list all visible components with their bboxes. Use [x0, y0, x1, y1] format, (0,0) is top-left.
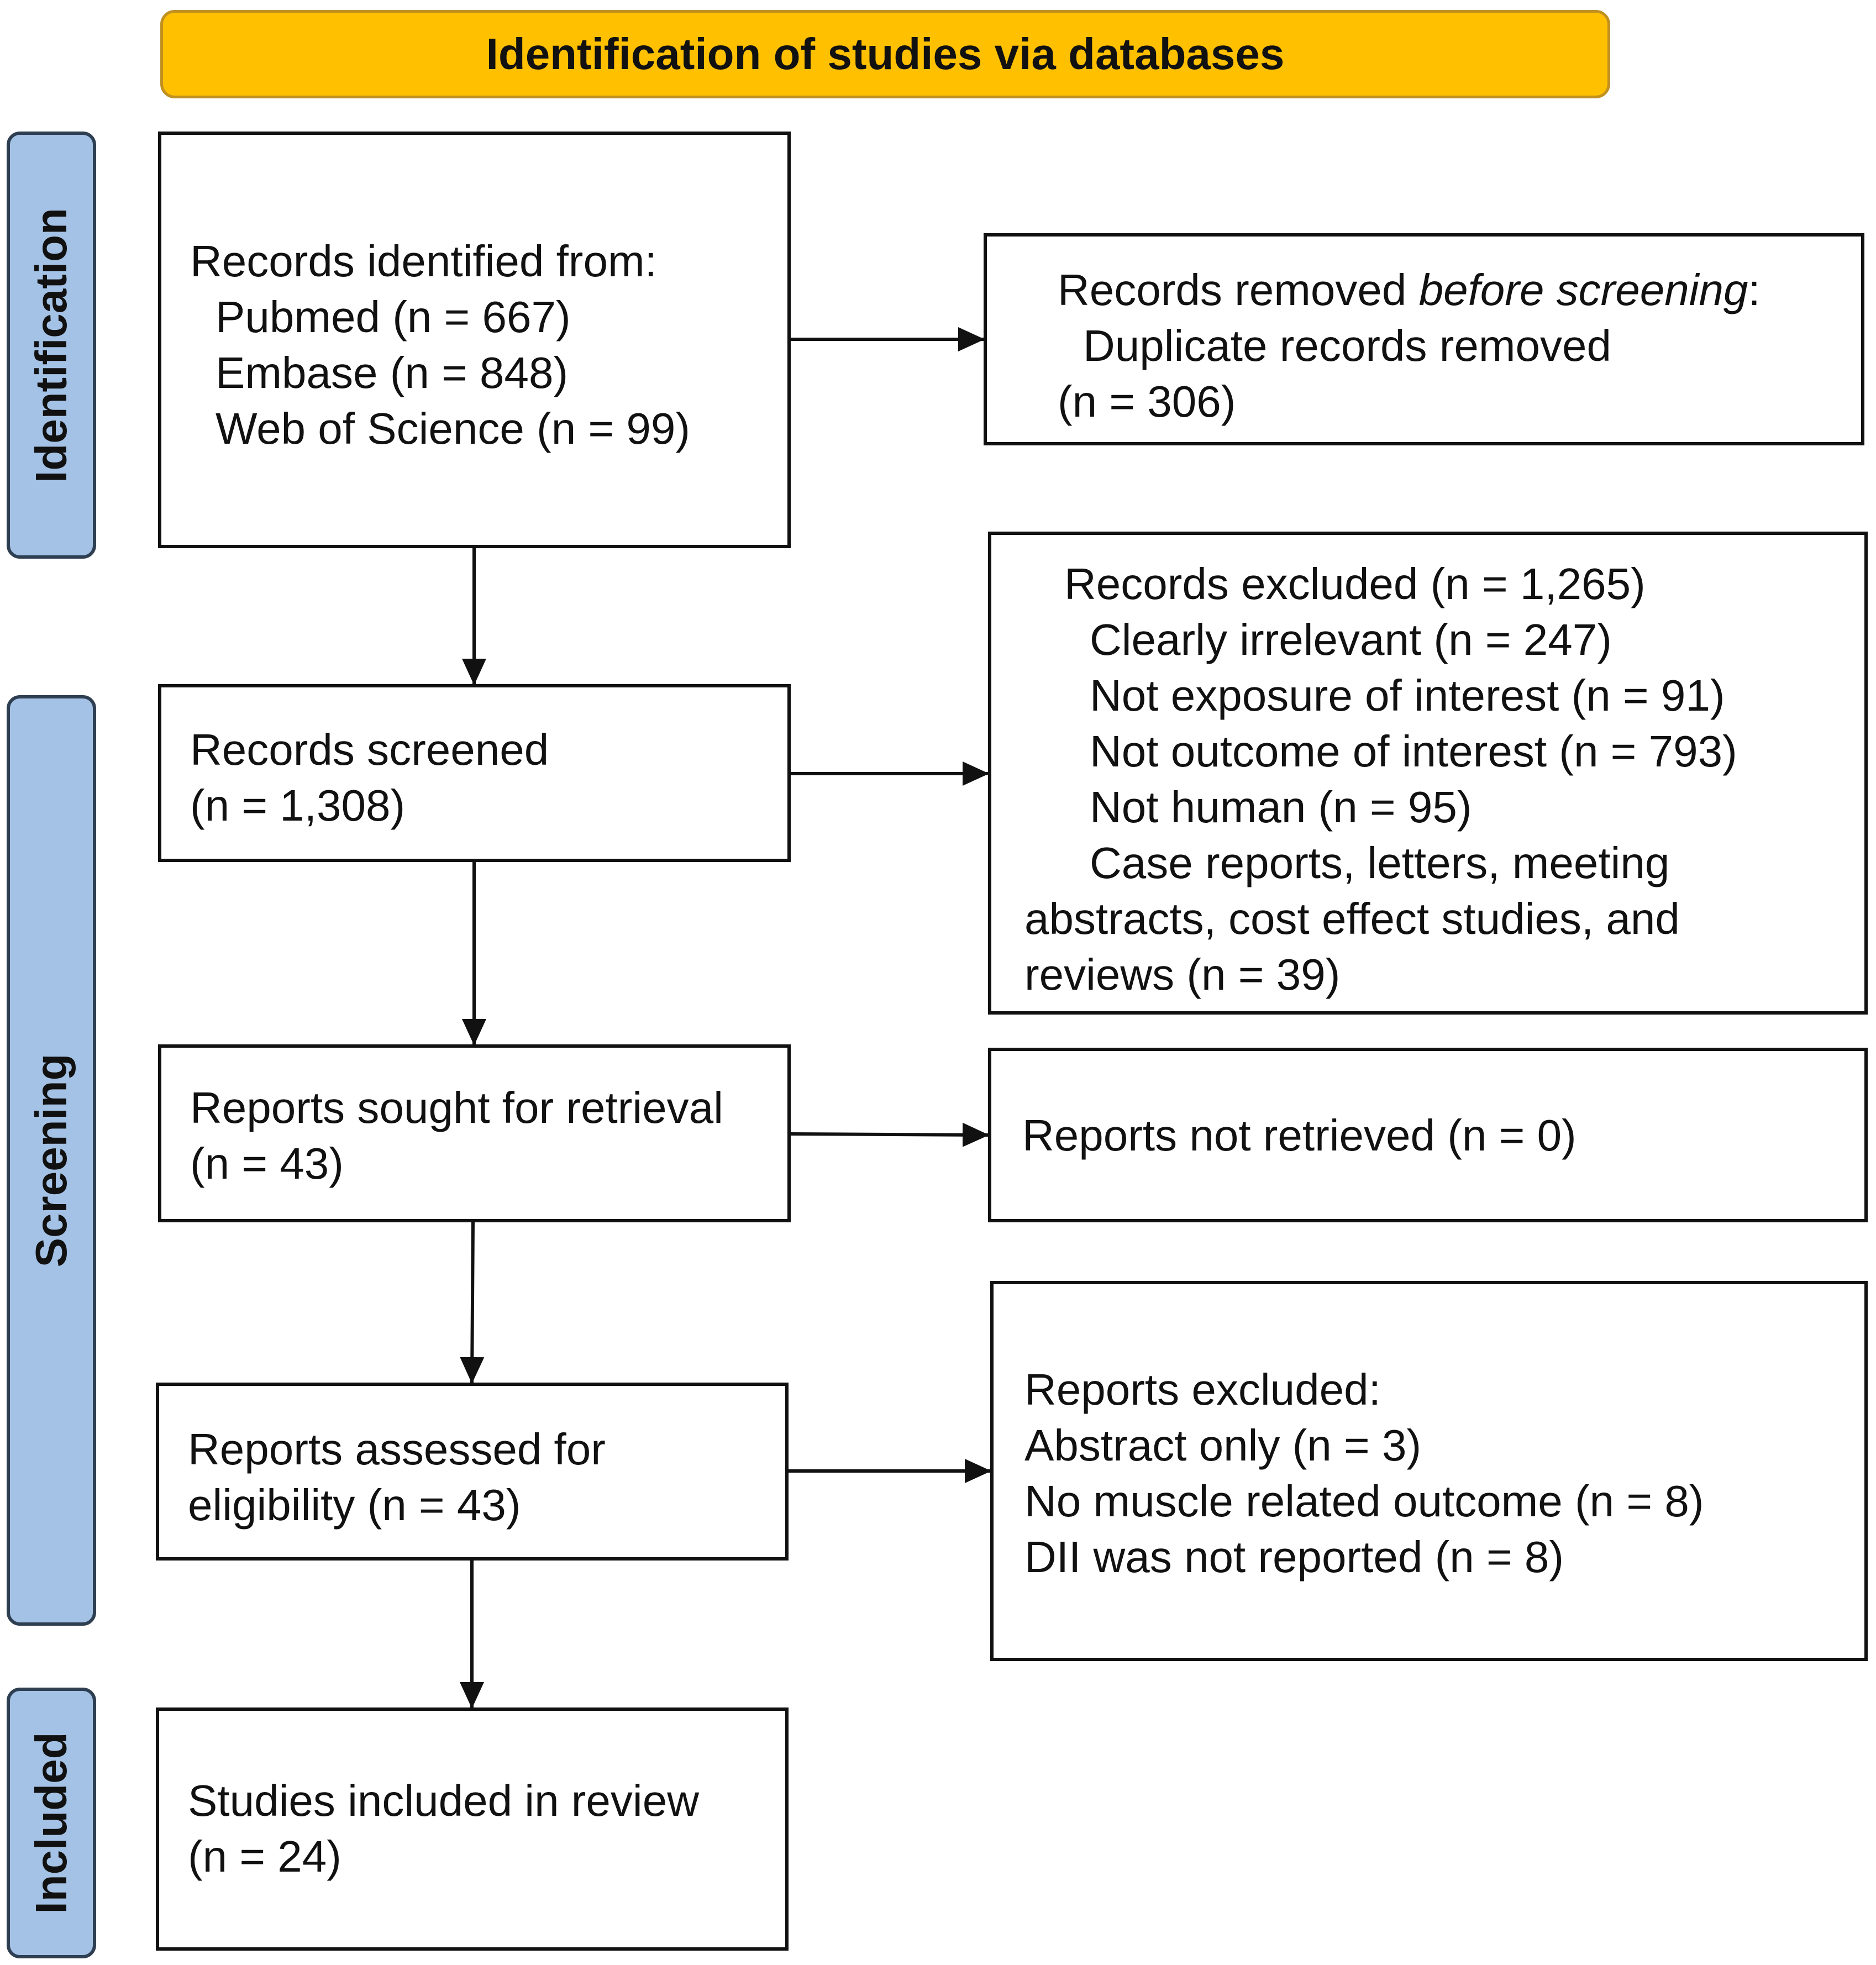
- studies-included-count: (n = 24): [188, 1832, 341, 1881]
- records-screened-label: Records screened: [190, 725, 549, 774]
- phase-screening: Screening: [7, 695, 96, 1626]
- excluded-item: Not exposure of interest (n = 91): [1090, 671, 1725, 720]
- phase-identification: Identification: [7, 132, 96, 559]
- records-screened-box: Records screened (n = 1,308): [158, 684, 791, 862]
- reports-excluded-item: Abstract only (n = 3): [1024, 1421, 1422, 1470]
- records-removed-box: Records removed before screening: Duplic…: [984, 233, 1864, 445]
- header-title: Identification of studies via databases: [486, 29, 1285, 78]
- records-screened-count: (n = 1,308): [190, 781, 406, 830]
- reports-sought-label: Reports sought for retrieval: [190, 1083, 723, 1132]
- arrow-sought-to-not-retrieved: [790, 1122, 989, 1147]
- header-identification-banner: Identification of studies via databases: [160, 10, 1610, 98]
- studies-included-label: Studies included in review: [188, 1776, 699, 1825]
- excluded-item-continuation: abstracts, cost effect studies, and: [1024, 894, 1680, 943]
- excluded-item-continuation: reviews (n = 39): [1024, 950, 1341, 999]
- source-pubmed: Pubmed (n = 667): [216, 292, 571, 341]
- records-excluded-heading: Records excluded (n = 1,265): [1064, 559, 1646, 608]
- excluded-item: Case reports, letters, meeting: [1090, 838, 1670, 887]
- records-removed-heading: Records removed before screening:: [1058, 265, 1761, 314]
- excluded-item: Not human (n = 95): [1090, 782, 1472, 832]
- phase-included: Included: [7, 1688, 96, 1958]
- studies-included-box: Studies included in review (n = 24): [156, 1707, 789, 1951]
- reports-assessed-box: Reports assessed for eligibility (n = 43…: [156, 1383, 789, 1561]
- reports-assessed-count: eligibility (n = 43): [188, 1480, 521, 1530]
- reports-assessed-label: Reports assessed for: [188, 1425, 606, 1474]
- source-embase: Embase (n = 848): [216, 348, 569, 397]
- reports-sought-count: (n = 43): [190, 1139, 344, 1188]
- records-identified-box: Records identified from: Pubmed (n = 667…: [158, 132, 791, 548]
- reports-excluded-item: DII was not reported (n = 8): [1024, 1532, 1564, 1582]
- reports-not-retrieved-label: Reports not retrieved (n = 0): [1022, 1111, 1577, 1160]
- excluded-item: Clearly irrelevant (n = 247): [1090, 615, 1612, 664]
- duplicates-removed-count: (n = 306): [1058, 377, 1236, 426]
- reports-not-retrieved-box: Reports not retrieved (n = 0): [988, 1048, 1868, 1222]
- reports-excluded-heading: Reports excluded:: [1024, 1365, 1381, 1414]
- duplicates-removed-label: Duplicate records removed: [1083, 321, 1611, 370]
- reports-excluded-item: No muscle related outcome (n = 8): [1024, 1477, 1704, 1526]
- source-web-of-science: Web of Science (n = 99): [216, 404, 690, 453]
- records-excluded-box: Records excluded (n = 1,265) Clearly irr…: [988, 532, 1868, 1015]
- excluded-item: Not outcome of interest (n = 793): [1090, 727, 1737, 776]
- reports-sought-box: Reports sought for retrieval (n = 43): [158, 1044, 791, 1222]
- reports-excluded-box: Reports excluded: Abstract only (n = 3) …: [990, 1281, 1868, 1661]
- records-identified-heading: Records identified from:: [190, 237, 657, 286]
- arrow-sought-to-assessed: [460, 1222, 485, 1384]
